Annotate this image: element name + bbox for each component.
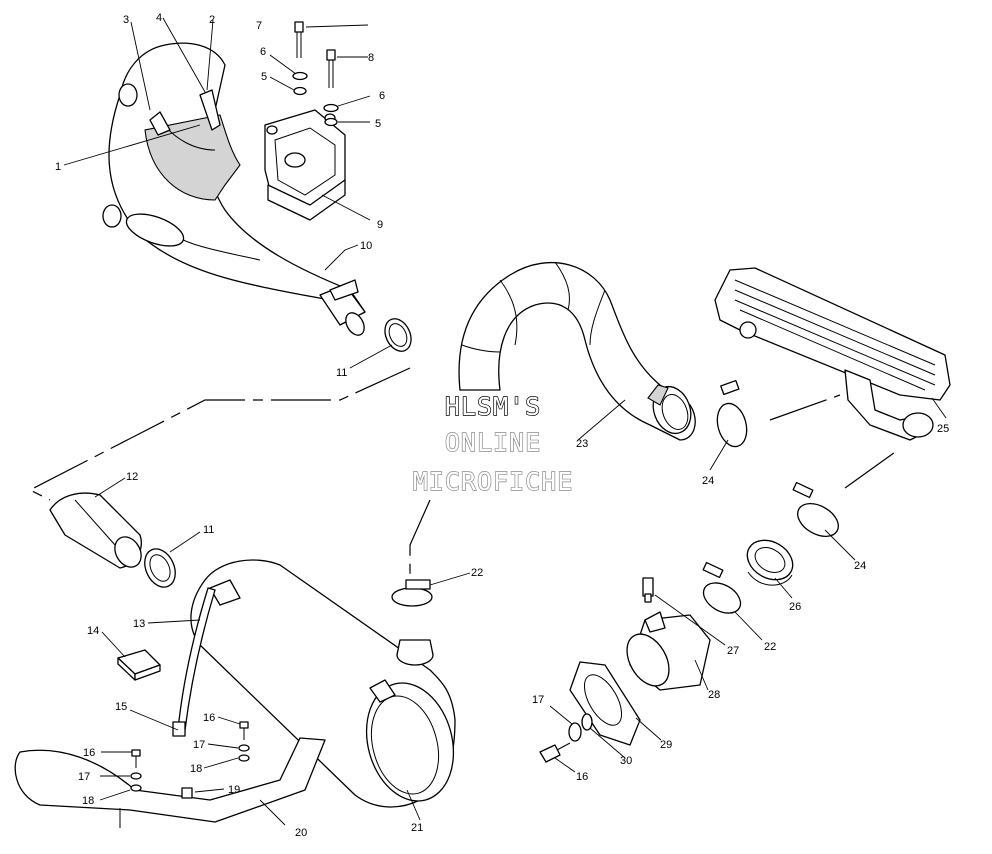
- callout-5: 5: [261, 71, 267, 83]
- assembly-lines: [28, 367, 899, 585]
- callout-18: 18: [82, 795, 94, 807]
- muffler-21: [190, 559, 456, 808]
- clamp-24-upper: [716, 379, 748, 448]
- callout-14: 14: [87, 625, 99, 637]
- pipe-stub: [102, 204, 122, 228]
- callout-30: 30: [620, 755, 632, 767]
- coupler-26: [746, 539, 794, 586]
- bolt-16-right: [539, 744, 561, 763]
- callout-10: 10: [360, 240, 372, 252]
- washer-30: [581, 713, 593, 731]
- callout-26: 26: [789, 601, 801, 613]
- washer-5b: [324, 117, 338, 127]
- callout-1: 1: [55, 161, 61, 173]
- callout-27: 27: [727, 645, 739, 657]
- outlet-28: [626, 611, 711, 691]
- callout-22: 22: [471, 567, 483, 579]
- callout-5: 5: [375, 118, 381, 130]
- callout-7: 7: [256, 20, 262, 32]
- callout-6: 6: [260, 46, 266, 58]
- callout-19: 19: [228, 784, 240, 796]
- exhaust-manifold: [264, 109, 346, 221]
- callout-numbers: 1 2 3 4 5 5 6 6 7 8 9 10 11 11 12 13 14 …: [55, 12, 949, 839]
- clamp-22-upper: [391, 579, 433, 607]
- callout-29: 29: [660, 739, 672, 751]
- callout-17: 17: [78, 771, 90, 783]
- callout-8: 8: [368, 52, 374, 64]
- watermark-line-2: ONLINE: [445, 428, 541, 457]
- callout-15: 15: [115, 701, 127, 713]
- watermark-line-3: MICROFICHE: [413, 467, 574, 496]
- callout-23: 23: [576, 438, 588, 450]
- callout-11: 11: [203, 524, 214, 536]
- callout-24: 24: [702, 475, 714, 487]
- watermark: HLSM'S ONLINE MICROFICHE: [412, 391, 574, 496]
- callout-24: 24: [854, 560, 866, 572]
- washer-5: [293, 86, 307, 96]
- callout-9: 9: [377, 219, 383, 231]
- callout-25: 25: [937, 423, 949, 435]
- callout-18: 18: [190, 763, 202, 775]
- callout-21: 21: [411, 822, 423, 834]
- clamp-11-lower: [144, 548, 176, 588]
- callout-17: 17: [193, 739, 205, 751]
- callout-11: 11: [336, 367, 347, 379]
- callout-17: 17: [532, 694, 544, 706]
- left-fasteners: [130, 721, 250, 799]
- spring-3: [149, 111, 171, 136]
- callout-20: 20: [295, 827, 307, 839]
- watermark-line-1: HLSM'S: [445, 392, 541, 421]
- manifold-bolts: [149, 21, 339, 136]
- callout-22: 22: [764, 641, 776, 653]
- pipe-flange-band: [144, 114, 241, 201]
- callout-16: 16: [83, 747, 95, 759]
- callout-13: 13: [133, 618, 145, 630]
- gasket-29: [569, 661, 641, 746]
- fitting-27: [642, 577, 654, 603]
- callout-16: 16: [576, 771, 588, 783]
- callout-6: 6: [379, 90, 385, 102]
- callout-2: 2: [209, 14, 215, 26]
- hose-23: [458, 261, 696, 441]
- washer-17-right: [568, 722, 582, 742]
- exhaust-pipe-assembly: [102, 42, 366, 336]
- tube-12: [49, 492, 142, 569]
- clamp-24-lower: [792, 481, 839, 538]
- bolt-head-8: [326, 49, 336, 61]
- spring-4: [199, 89, 221, 131]
- callout-3: 3: [123, 14, 129, 26]
- bracket-20: [14, 737, 326, 828]
- bolt-head-7: [294, 21, 304, 33]
- clamp-22-lower: [702, 561, 742, 614]
- callout-28: 28: [708, 689, 720, 701]
- leader-lines: [63, 17, 947, 826]
- clamp-11-top: [384, 318, 412, 352]
- pad-14: [117, 649, 161, 681]
- water-box-25: [714, 267, 951, 441]
- washer-6b: [323, 103, 339, 113]
- callout-12: 12: [126, 471, 138, 483]
- callout-16: 16: [203, 712, 215, 724]
- right-fasteners: [539, 713, 593, 763]
- callout-4: 4: [156, 12, 162, 24]
- washer-6: [292, 71, 308, 81]
